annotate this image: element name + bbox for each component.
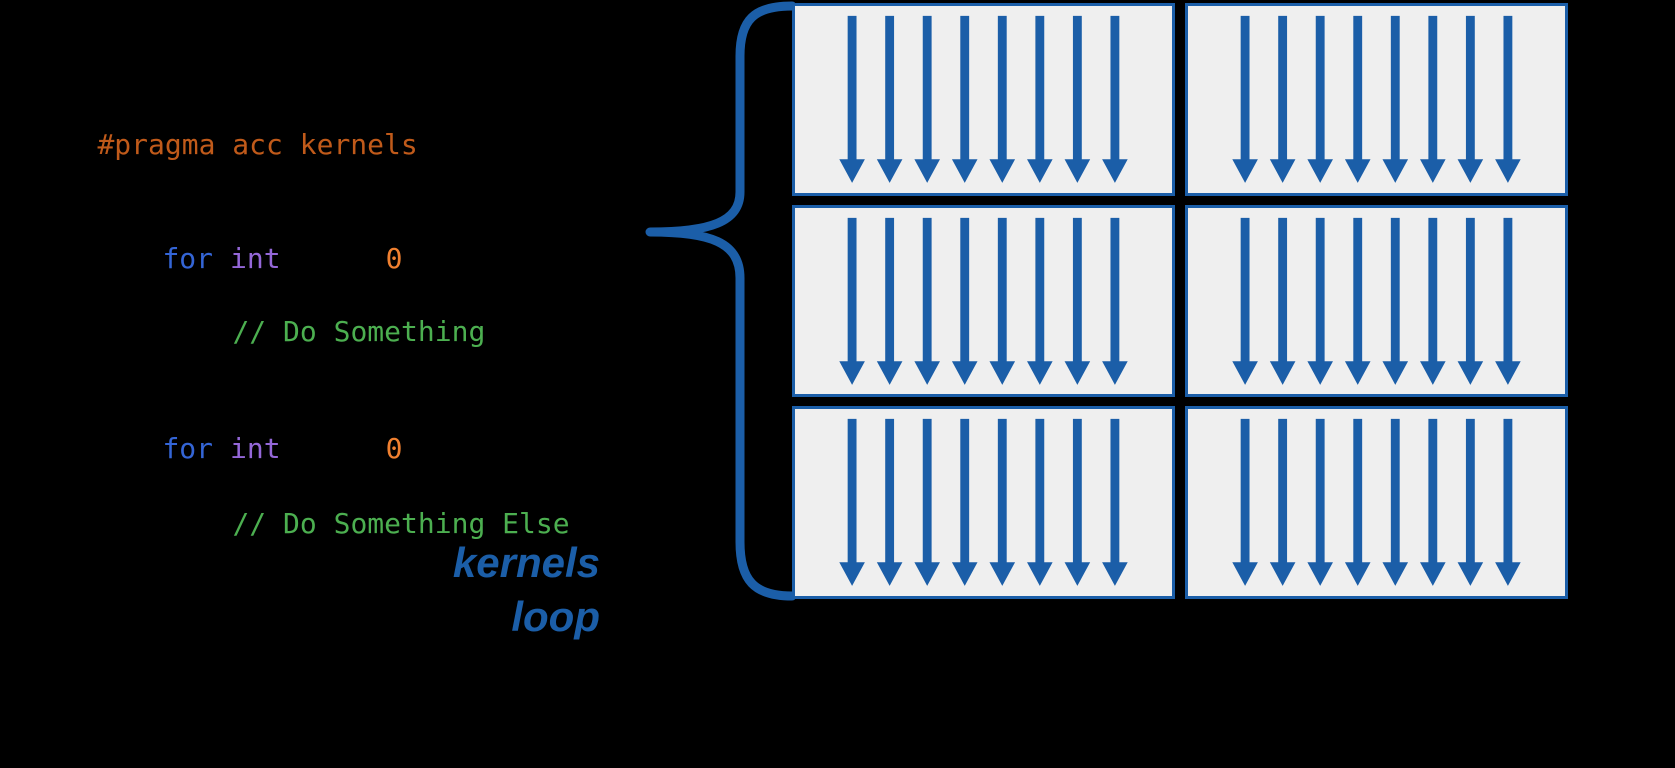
type-int: int (230, 242, 281, 275)
thread-arrow-icon (1457, 15, 1484, 183)
curly-brace-path (645, 1, 795, 601)
thread-arrow-icon (1382, 419, 1409, 587)
thread-arrow-icon (989, 217, 1016, 385)
thread-block-panel (792, 406, 1175, 599)
thread-arrow-icon (1495, 419, 1521, 587)
keyword-for: for (162, 432, 214, 465)
thread-arrow-icon (1382, 15, 1409, 183)
thread-arrow-icon (1495, 217, 1521, 385)
thread-arrow-icon (839, 419, 865, 587)
thread-arrow-icon (1344, 15, 1371, 183)
thread-arrows (1232, 217, 1521, 385)
keyword-for: for (162, 242, 214, 275)
thread-arrow-icon (1344, 217, 1371, 385)
thread-arrow-icon (914, 217, 940, 385)
thread-arrow-icon (839, 15, 865, 183)
thread-arrow-icon (1269, 15, 1296, 183)
thread-arrow-icon (1232, 419, 1258, 587)
thread-arrow-icon (1420, 217, 1446, 385)
type-int: int (230, 432, 281, 465)
thread-arrow-icon (914, 15, 940, 183)
kernels-loop-label-line1: kernels (452, 539, 600, 586)
thread-arrow-icon (1027, 419, 1053, 587)
thread-arrow-icon (989, 419, 1016, 587)
code-line-comment-1: // Do Something (165, 281, 485, 383)
thread-arrow-icon (1102, 217, 1128, 385)
thread-arrow-icon (839, 217, 865, 385)
thread-arrow-icon (876, 15, 903, 183)
thread-arrow-icon (1102, 15, 1128, 183)
thread-arrow-icon (1307, 419, 1333, 587)
thread-arrow-icon (1232, 217, 1258, 385)
thread-arrow-icon (1064, 15, 1091, 183)
thread-arrow-icon (1027, 15, 1053, 183)
thread-arrow-icon (1027, 217, 1053, 385)
comment-text: // Do Something (232, 315, 486, 348)
code-line-comment-2: // Do Something Else (165, 473, 570, 575)
thread-block-panel (792, 3, 1175, 196)
thread-arrow-icon (1420, 15, 1446, 183)
thread-arrows (839, 419, 1128, 587)
thread-arrow-icon (914, 419, 940, 587)
thread-arrow-icon (1269, 217, 1296, 385)
thread-arrow-icon (1307, 15, 1333, 183)
thread-arrow-icon (1102, 419, 1128, 587)
thread-arrow-icon (951, 419, 978, 587)
thread-arrow-icon (876, 217, 903, 385)
thread-arrows (1232, 419, 1521, 587)
thread-arrow-icon (1457, 419, 1484, 587)
kernels-loop-label-line2: loop (511, 593, 600, 640)
thread-arrow-icon (951, 15, 978, 183)
thread-arrow-icon (1495, 15, 1521, 183)
kernels-loop-label: kernels loop (453, 536, 600, 644)
thread-grid (792, 3, 1568, 599)
thread-arrow-icon (876, 419, 903, 587)
thread-block-panel (792, 204, 1175, 398)
thread-arrow-icon (951, 217, 978, 385)
thread-arrows (839, 217, 1128, 385)
thread-arrow-icon (1420, 419, 1446, 587)
code-line-pragma: #pragma acc kernels (30, 94, 418, 196)
number-literal: 0 (385, 242, 403, 275)
thread-arrow-icon (1064, 419, 1091, 587)
thread-arrow-icon (1382, 217, 1409, 385)
comment-text: // Do Something Else (232, 507, 570, 540)
thread-block-panel (1185, 3, 1568, 196)
thread-block-panel (1185, 406, 1568, 599)
thread-arrow-icon (1344, 419, 1371, 587)
thread-arrow-icon (1457, 217, 1484, 385)
thread-block-panel (1185, 204, 1568, 398)
curly-brace (645, 1, 795, 601)
thread-arrows (839, 15, 1128, 183)
number-literal: 0 (385, 432, 403, 465)
thread-arrows (1232, 15, 1521, 183)
thread-arrow-icon (1269, 419, 1296, 587)
thread-arrow-icon (1307, 217, 1333, 385)
thread-arrow-icon (1232, 15, 1258, 183)
thread-arrow-icon (989, 15, 1016, 183)
pragma-directive: #pragma acc kernels (97, 128, 418, 161)
thread-arrow-icon (1064, 217, 1091, 385)
